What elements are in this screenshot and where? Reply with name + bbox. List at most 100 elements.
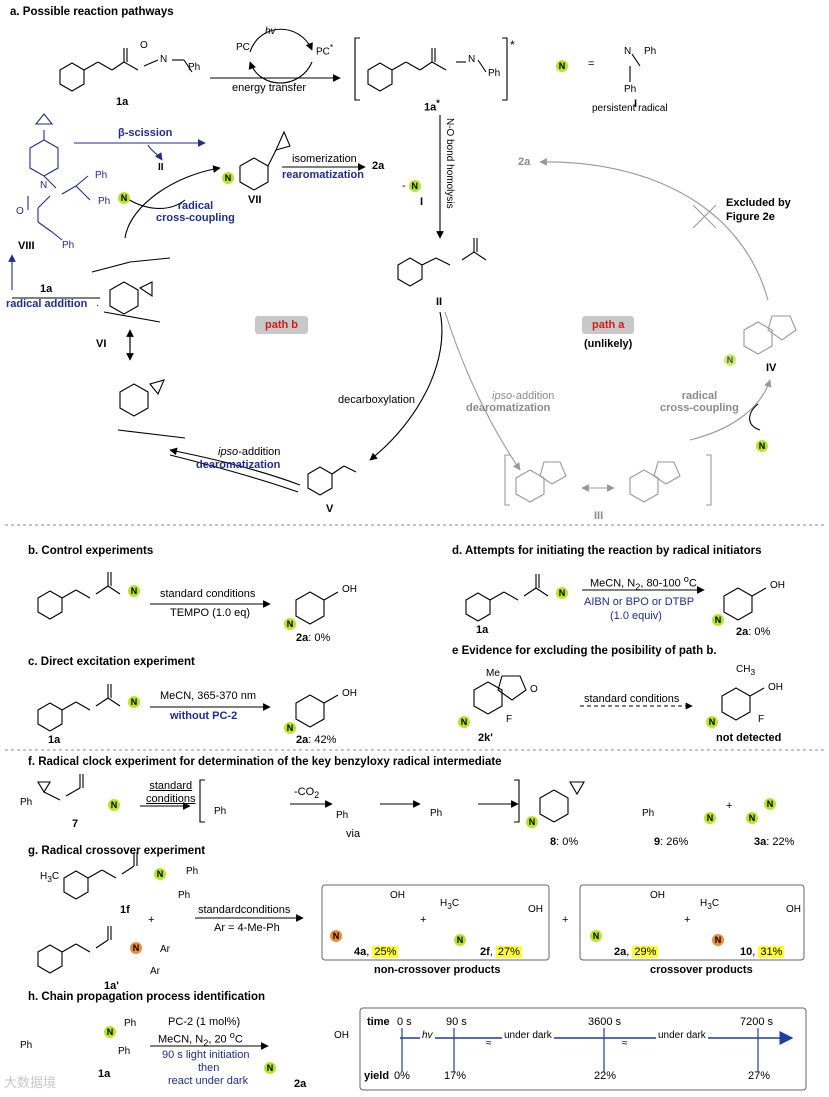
- g-h3c-2f: H3C: [440, 898, 460, 911]
- label-II-small: II: [158, 162, 164, 173]
- path-a-badge: path a: [582, 316, 635, 334]
- h-product: 2a: [294, 1078, 307, 1090]
- ipso-gray-label: ipso-addition: [492, 390, 555, 402]
- label-I: I: [420, 196, 424, 208]
- e-o: O: [530, 684, 538, 695]
- f-ph-4: Ph: [430, 808, 443, 819]
- g-product-4a: 4a, 25%: [354, 946, 399, 958]
- e-substrate: 2k': [478, 732, 493, 744]
- g-ar-2: Ar: [150, 966, 160, 977]
- f-plus: +: [726, 800, 733, 812]
- g-label-1f: 1f: [120, 904, 130, 916]
- g-ar-def: Ar = 4-Me-Ph: [214, 922, 280, 934]
- n-radical-4a: N: [330, 926, 342, 944]
- e-ch3: CH3: [736, 664, 756, 677]
- h-ph-3: Ph: [118, 1046, 131, 1057]
- ipso-black-label: ipso-addition: [218, 446, 281, 458]
- n-radical-c-product: N: [284, 718, 296, 736]
- beta-scission-label: β-scission: [118, 127, 173, 139]
- label-VIII: VIII: [18, 240, 35, 252]
- timeline-seg-dark-2: under dark: [656, 1030, 708, 1041]
- persistent-label: I: [634, 98, 638, 110]
- f-product-8: 8: 0%: [550, 836, 579, 848]
- intermediate-IV: [743, 315, 797, 355]
- g-h3c-10: H3C: [700, 898, 720, 911]
- timeline-time-0: 0 s: [397, 1016, 412, 1028]
- h-oh: OH: [334, 1030, 349, 1041]
- f-minus-co2: -CO2: [294, 786, 320, 801]
- product-8: [539, 781, 585, 823]
- e-f-product: F: [758, 714, 765, 725]
- star-1a: *: [510, 38, 515, 52]
- n-radical-3a-a: N: [746, 808, 758, 826]
- isomerization-label: isomerization: [292, 153, 357, 165]
- d-substrate: 1a: [476, 624, 489, 636]
- timeline-yield-label: yield: [364, 1070, 390, 1082]
- label-III: III: [594, 510, 604, 522]
- timeline-time-label: time: [367, 1016, 390, 1028]
- n-radical-c: N: [128, 692, 140, 710]
- molecule-1a-star: [354, 37, 508, 101]
- h-cond5: react under dark: [168, 1075, 249, 1087]
- label-o-1a: O: [140, 40, 148, 51]
- product-c: [295, 694, 339, 728]
- g-plus-2: +: [420, 914, 427, 926]
- intermediate-II: [397, 238, 487, 287]
- intermediate-VI: [91, 257, 171, 323]
- g-ar-1: Ar: [160, 944, 170, 955]
- minus-n: - N: [402, 180, 421, 192]
- watermark: 大数据境: [4, 1075, 57, 1090]
- intermediate-VIII: [27, 113, 91, 241]
- substrate-d: [465, 574, 549, 622]
- pc-cycle: [210, 28, 341, 84]
- pc-label: PC: [236, 42, 250, 53]
- substrate-1f: [63, 852, 138, 900]
- b-conditions: standard conditions: [160, 588, 256, 600]
- c-substrate: 1a: [48, 734, 61, 746]
- timeline-break-1: ≈: [486, 1038, 492, 1049]
- substrate-1a-prime: [37, 926, 112, 974]
- h-ph-1: Ph: [20, 1040, 33, 1051]
- substrate-7: [37, 774, 84, 801]
- n-radical-1f: N: [154, 864, 166, 882]
- n-radical-VII: N: [222, 168, 234, 186]
- f-conditions: standard conditions: [146, 780, 196, 805]
- path-b-badge: path b: [255, 316, 308, 334]
- timeline-seg-dark-1: under dark: [502, 1030, 554, 1041]
- section-d-title: d. Attempts for initiating the reaction …: [452, 545, 762, 557]
- persistent-ph1: Ph: [644, 46, 657, 57]
- f-ph-3: Ph: [336, 810, 349, 821]
- timeline-yield-1: 17%: [444, 1070, 467, 1082]
- n-radical-10: N: [712, 930, 724, 948]
- n-radical-8: N: [526, 812, 538, 830]
- n-radical-b-product: N: [284, 614, 296, 632]
- g-conditions: standardconditions: [198, 904, 291, 916]
- timeline-time-2: 3600 s: [588, 1016, 622, 1028]
- viii-ph1: Ph: [95, 170, 108, 181]
- molecule-1a: [59, 48, 193, 92]
- ph-1a-star: Ph: [488, 68, 501, 79]
- g-product-10: 10, 31%: [740, 946, 785, 958]
- n-1a-star: N: [468, 54, 476, 65]
- substrate-2k-prime: [473, 675, 527, 715]
- label-IV: IV: [766, 362, 777, 374]
- g-oh-2a: OH: [650, 890, 665, 901]
- n-radical-h: N: [104, 1022, 116, 1040]
- label-2a-gray: 2a: [518, 156, 531, 168]
- persistent-text: persistent radical: [592, 103, 668, 114]
- product-b: [295, 591, 339, 625]
- g-plus-1: +: [148, 914, 155, 926]
- radical-cc-gray-label: radical cross-coupling: [660, 390, 739, 414]
- timeline-break-2: ≈: [622, 1038, 628, 1049]
- radical-cc-label: radical cross-coupling: [156, 200, 235, 224]
- label-VI: VI: [96, 338, 107, 350]
- timeline-yield-3: 27%: [748, 1070, 771, 1082]
- n-radical-2a-g: N: [590, 926, 602, 944]
- g-crossover: crossover products: [650, 964, 753, 976]
- d-oh: OH: [770, 580, 785, 591]
- section-h-title: h. Chain propagation process identificat…: [28, 991, 266, 1003]
- b-product: 2a: 0%: [296, 632, 331, 644]
- intermediate-VI-resonance: [117, 379, 186, 439]
- g-label-1a-prime: 1a': [104, 980, 119, 992]
- c-product: 2a: 42%: [296, 734, 337, 746]
